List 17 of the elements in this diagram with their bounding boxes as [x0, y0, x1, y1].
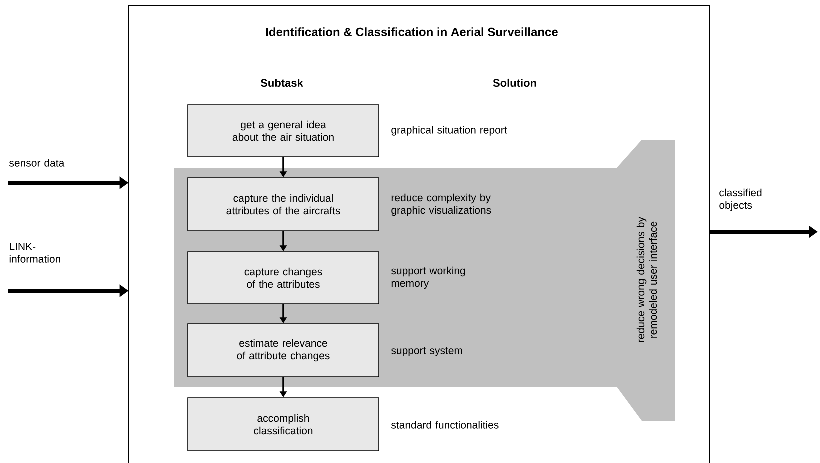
diagram-frame	[128, 6, 710, 463]
column-heading: Solution	[493, 78, 536, 88]
solution-text: reduce complexity by graphic visualizations	[392, 194, 492, 216]
solution-text: standard functionalities	[392, 421, 499, 429]
title: Identification & Classification in Aerial Surveillance	[266, 28, 558, 36]
process-box: capture changes of the attributes	[188, 252, 380, 304]
input-label: sensor data	[10, 159, 65, 167]
process-box: accomplish classification	[188, 398, 380, 452]
process-box: capture the individual attributes of the aircrafts	[188, 178, 380, 232]
solution-text: support working memory	[392, 266, 466, 290]
solution-text: support system	[392, 348, 462, 356]
input-label: classified objects	[720, 188, 762, 212]
column-heading: Subtask	[260, 78, 304, 88]
process-box: estimate relevance of attribute changes	[188, 324, 380, 378]
solution-text: graphical situation report	[392, 126, 508, 136]
process-box: get a general idea about the air situation	[188, 104, 380, 158]
input-label: LINK- information	[10, 243, 60, 263]
